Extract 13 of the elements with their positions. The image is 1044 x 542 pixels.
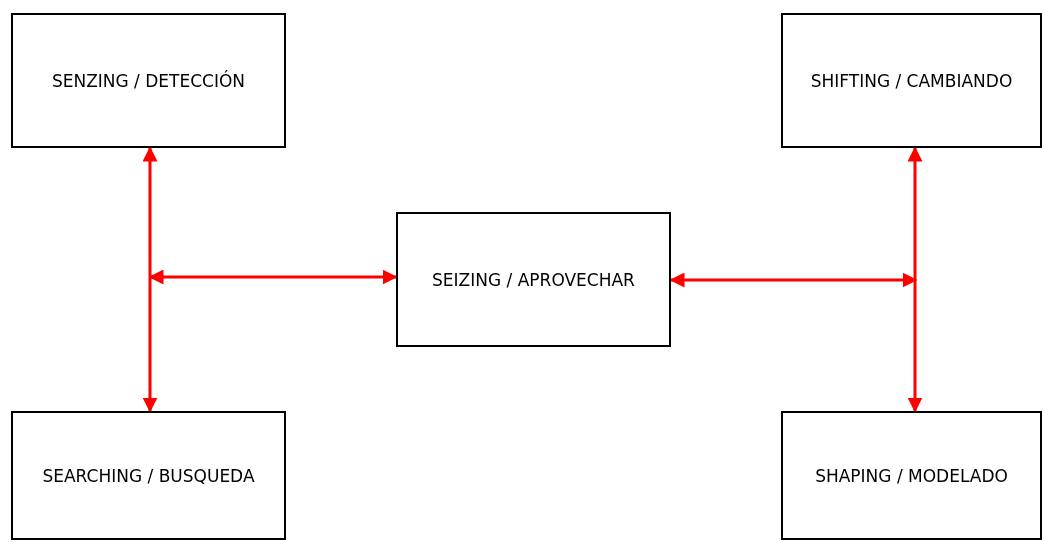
- process-box: [781, 411, 1042, 540]
- process-box: [396, 212, 671, 347]
- box-label: SEARCHING / BUSQUEDA: [41, 465, 256, 486]
- double-arrow: [907, 146, 923, 413]
- process-box: [11, 13, 286, 148]
- box-label: SENZING / DETECCIÓN: [50, 70, 247, 91]
- box-label: SHAPING / MODELADO: [814, 465, 1009, 486]
- process-box: [11, 411, 286, 540]
- box-label: SHIFTING / CAMBIANDO: [809, 70, 1014, 91]
- box-label: SEIZING / APROVECHAR: [431, 269, 636, 290]
- process-box: [781, 13, 1042, 148]
- double-arrow: [142, 146, 158, 413]
- double-arrow: [148, 269, 398, 285]
